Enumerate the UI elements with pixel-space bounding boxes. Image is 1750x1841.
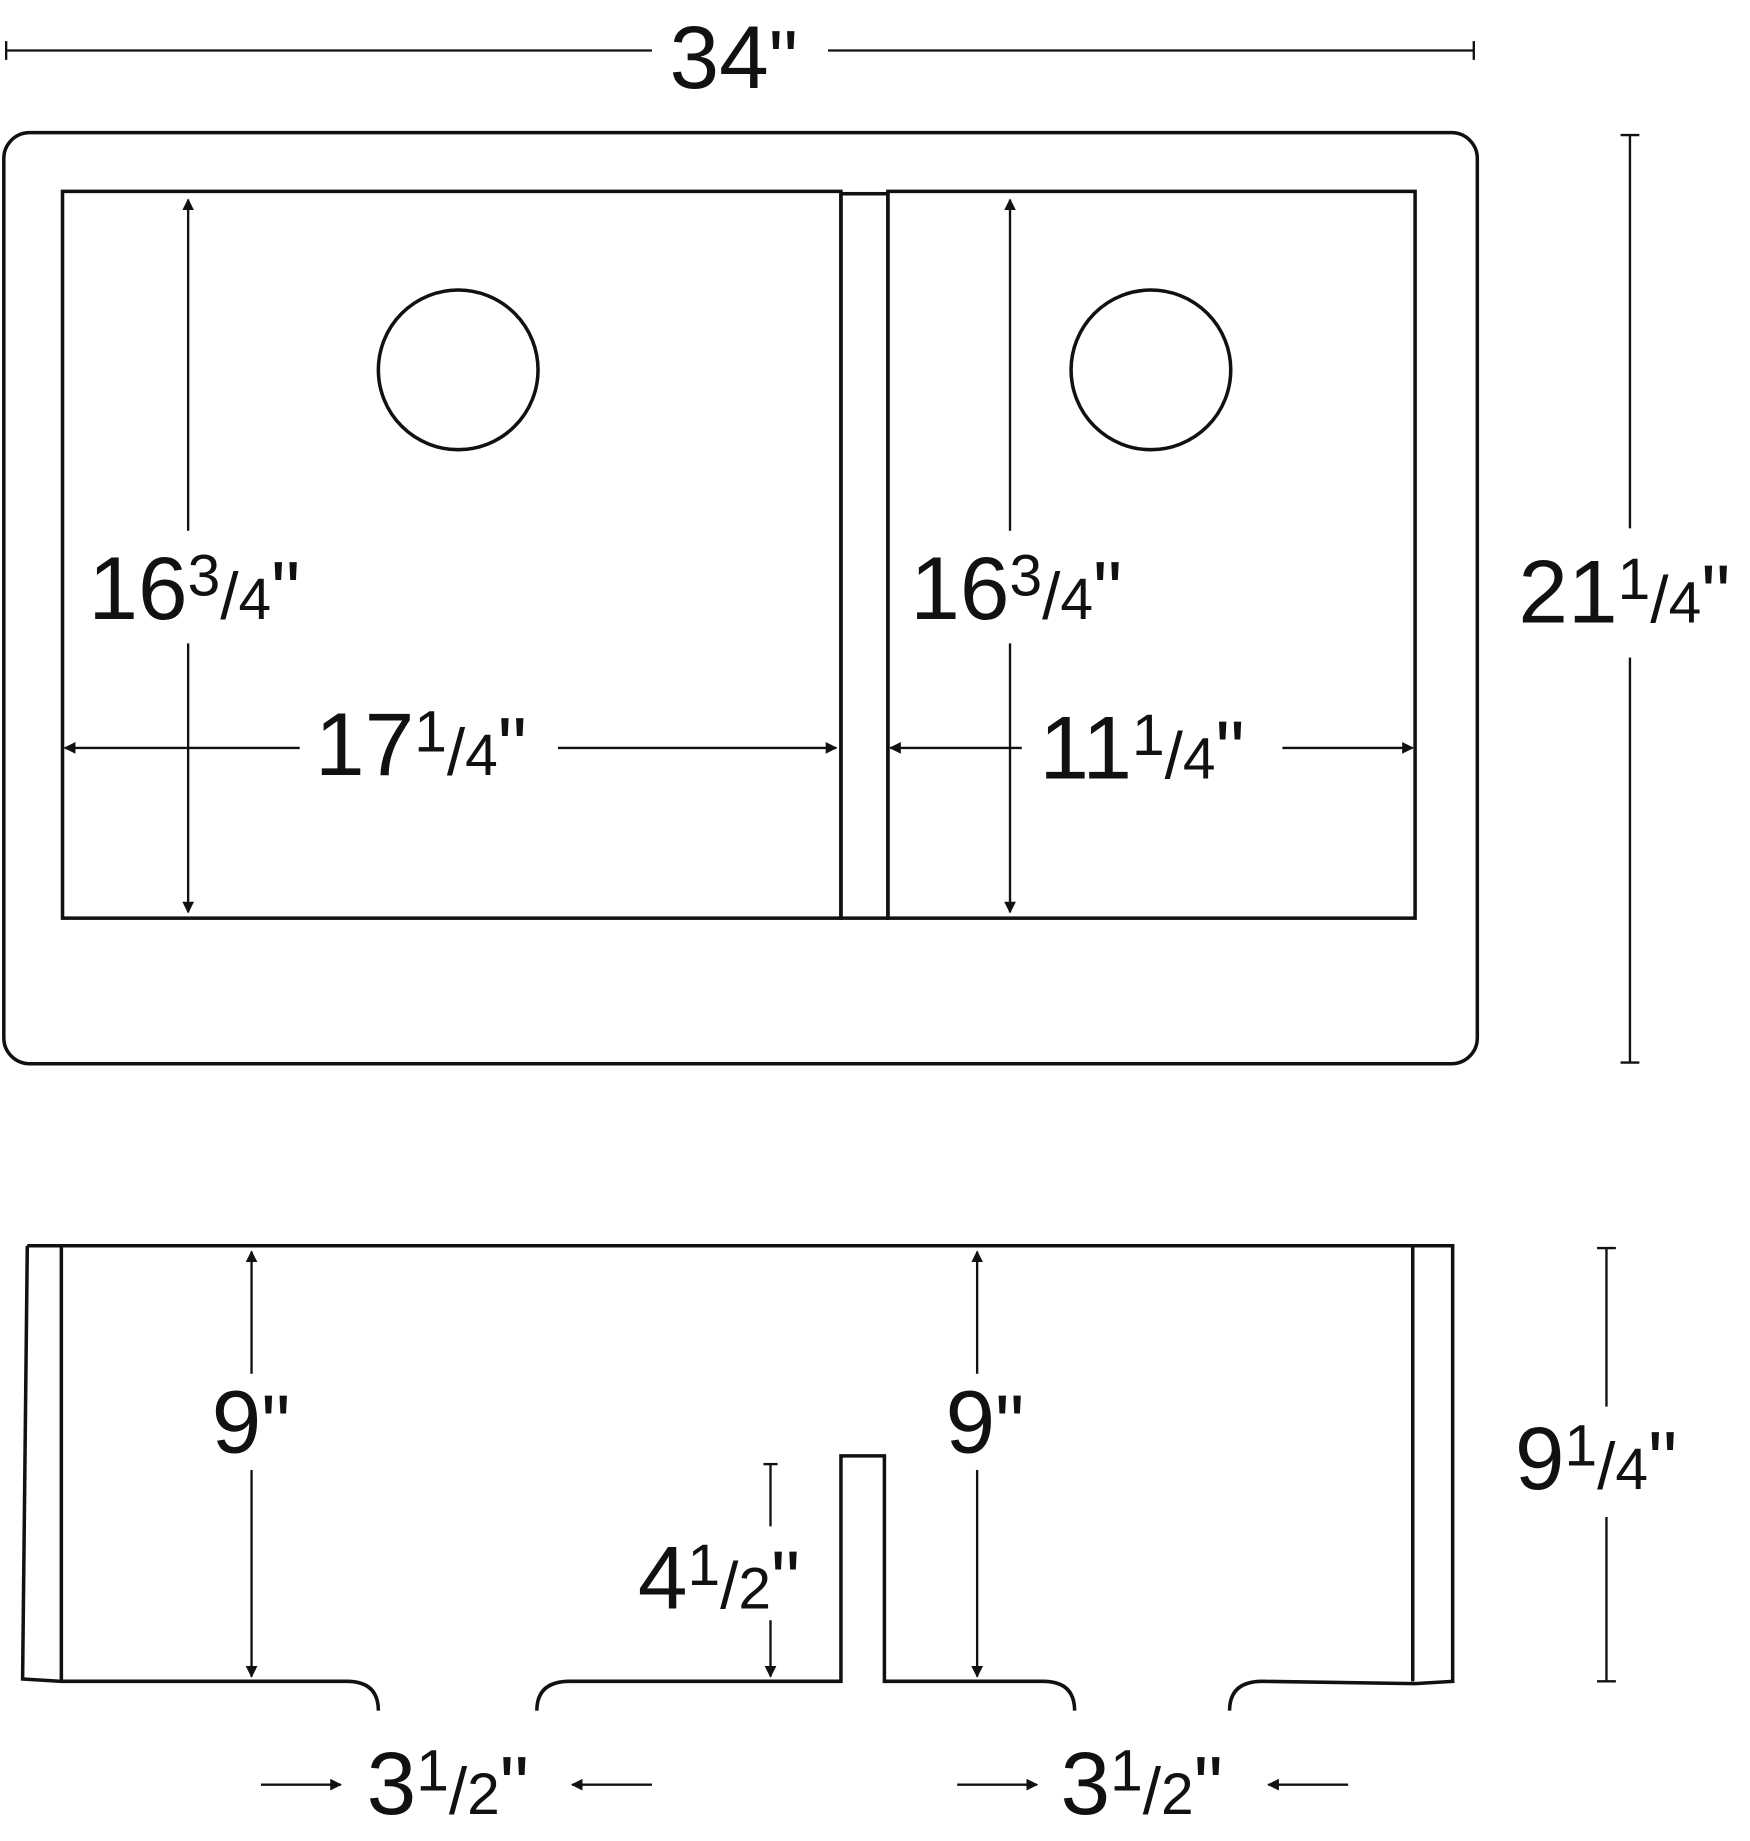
right-bowl-height-label: 9"	[945, 1371, 1024, 1471]
right-drain	[1069, 288, 1233, 452]
label-den: 4	[1669, 570, 1702, 635]
overall-depth-dimension	[1620, 133, 1640, 1064]
label-den: 2	[1161, 1762, 1194, 1827]
label-unit: "	[498, 702, 527, 793]
divider	[839, 191, 890, 920]
front-outline	[20, 1243, 1455, 1711]
right-drain-offset-label: 31/2"	[1061, 1733, 1223, 1833]
label-num: 1	[1110, 1739, 1143, 1804]
label-unit: "	[1194, 1741, 1223, 1832]
label-whole: 3	[1061, 1733, 1111, 1833]
label-whole: 16	[88, 538, 187, 638]
fraction-slash: /	[720, 1549, 739, 1623]
label-num: 1	[1132, 703, 1165, 768]
divider-height-label: 41/2"	[638, 1528, 800, 1628]
label-whole: 16	[910, 538, 1009, 638]
label-den: 4	[1183, 726, 1216, 791]
front-view	[20, 1243, 1616, 1791]
overall-height-dimension	[1597, 1246, 1616, 1683]
label-unit: "	[1216, 705, 1245, 796]
label-num: 1	[414, 699, 447, 764]
label-den: 4	[1615, 1437, 1648, 1502]
label-whole: 9	[1515, 1408, 1565, 1508]
label-den: 4	[1060, 567, 1093, 632]
left-bowl-depth-label: 163/4"	[88, 538, 300, 638]
label-unit: "	[769, 15, 798, 106]
label-unit: "	[271, 546, 300, 637]
label-whole: 9	[945, 1371, 995, 1471]
left-drain-offset-label: 31/2"	[367, 1733, 529, 1833]
label-whole: 9	[212, 1371, 262, 1471]
overall-width-label: 34"	[670, 7, 798, 107]
overall-width-dimension	[4, 41, 1475, 60]
label-num: 1	[1565, 1413, 1598, 1478]
label-unit: "	[261, 1379, 290, 1470]
label-unit: "	[995, 1379, 1024, 1470]
label-whole: 11	[1039, 697, 1132, 797]
label-num: 1	[416, 1739, 449, 1804]
label-num: 3	[188, 543, 221, 608]
label-den: 2	[467, 1762, 500, 1827]
label-den: 4	[465, 723, 498, 788]
label-num: 1	[687, 1533, 720, 1598]
left-bowl-width-label: 171/4"	[315, 694, 527, 794]
label-whole: 21	[1518, 541, 1617, 641]
left-drain	[376, 288, 540, 452]
right-bowl-width-label: 111/4"	[1039, 697, 1244, 797]
top-view	[2, 41, 1640, 1066]
label-whole: 3	[367, 1733, 417, 1833]
label-whole: 17	[315, 694, 414, 794]
fraction-slash: /	[1650, 562, 1669, 636]
label-unit: "	[771, 1536, 800, 1627]
label-den: 2	[738, 1557, 771, 1622]
label-unit: "	[1648, 1416, 1677, 1507]
label-whole: 34	[670, 7, 769, 107]
divider-height-arrow	[763, 1462, 778, 1678]
label-num: 1	[1618, 547, 1651, 612]
label-whole: 4	[638, 1528, 688, 1628]
fraction-slash: /	[1165, 718, 1184, 792]
label-unit: "	[500, 1741, 529, 1832]
fraction-slash: /	[1042, 559, 1061, 633]
overall-height-label: 91/4"	[1515, 1408, 1677, 1508]
fraction-slash: /	[1143, 1754, 1162, 1828]
label-unit: "	[1701, 549, 1730, 640]
fraction-slash: /	[1597, 1429, 1616, 1503]
right-bowl	[886, 189, 1417, 920]
fraction-slash: /	[449, 1754, 468, 1828]
right-bowl-depth-label: 163/4"	[910, 538, 1122, 638]
overall-depth-label: 211/4"	[1518, 541, 1730, 641]
fraction-slash: /	[220, 559, 239, 633]
left-bowl-height-label: 9"	[212, 1371, 291, 1471]
label-unit: "	[1093, 546, 1122, 637]
label-den: 4	[239, 567, 272, 632]
label-num: 3	[1009, 543, 1042, 608]
fraction-slash: /	[447, 715, 466, 789]
sink-outline	[2, 130, 1480, 1066]
